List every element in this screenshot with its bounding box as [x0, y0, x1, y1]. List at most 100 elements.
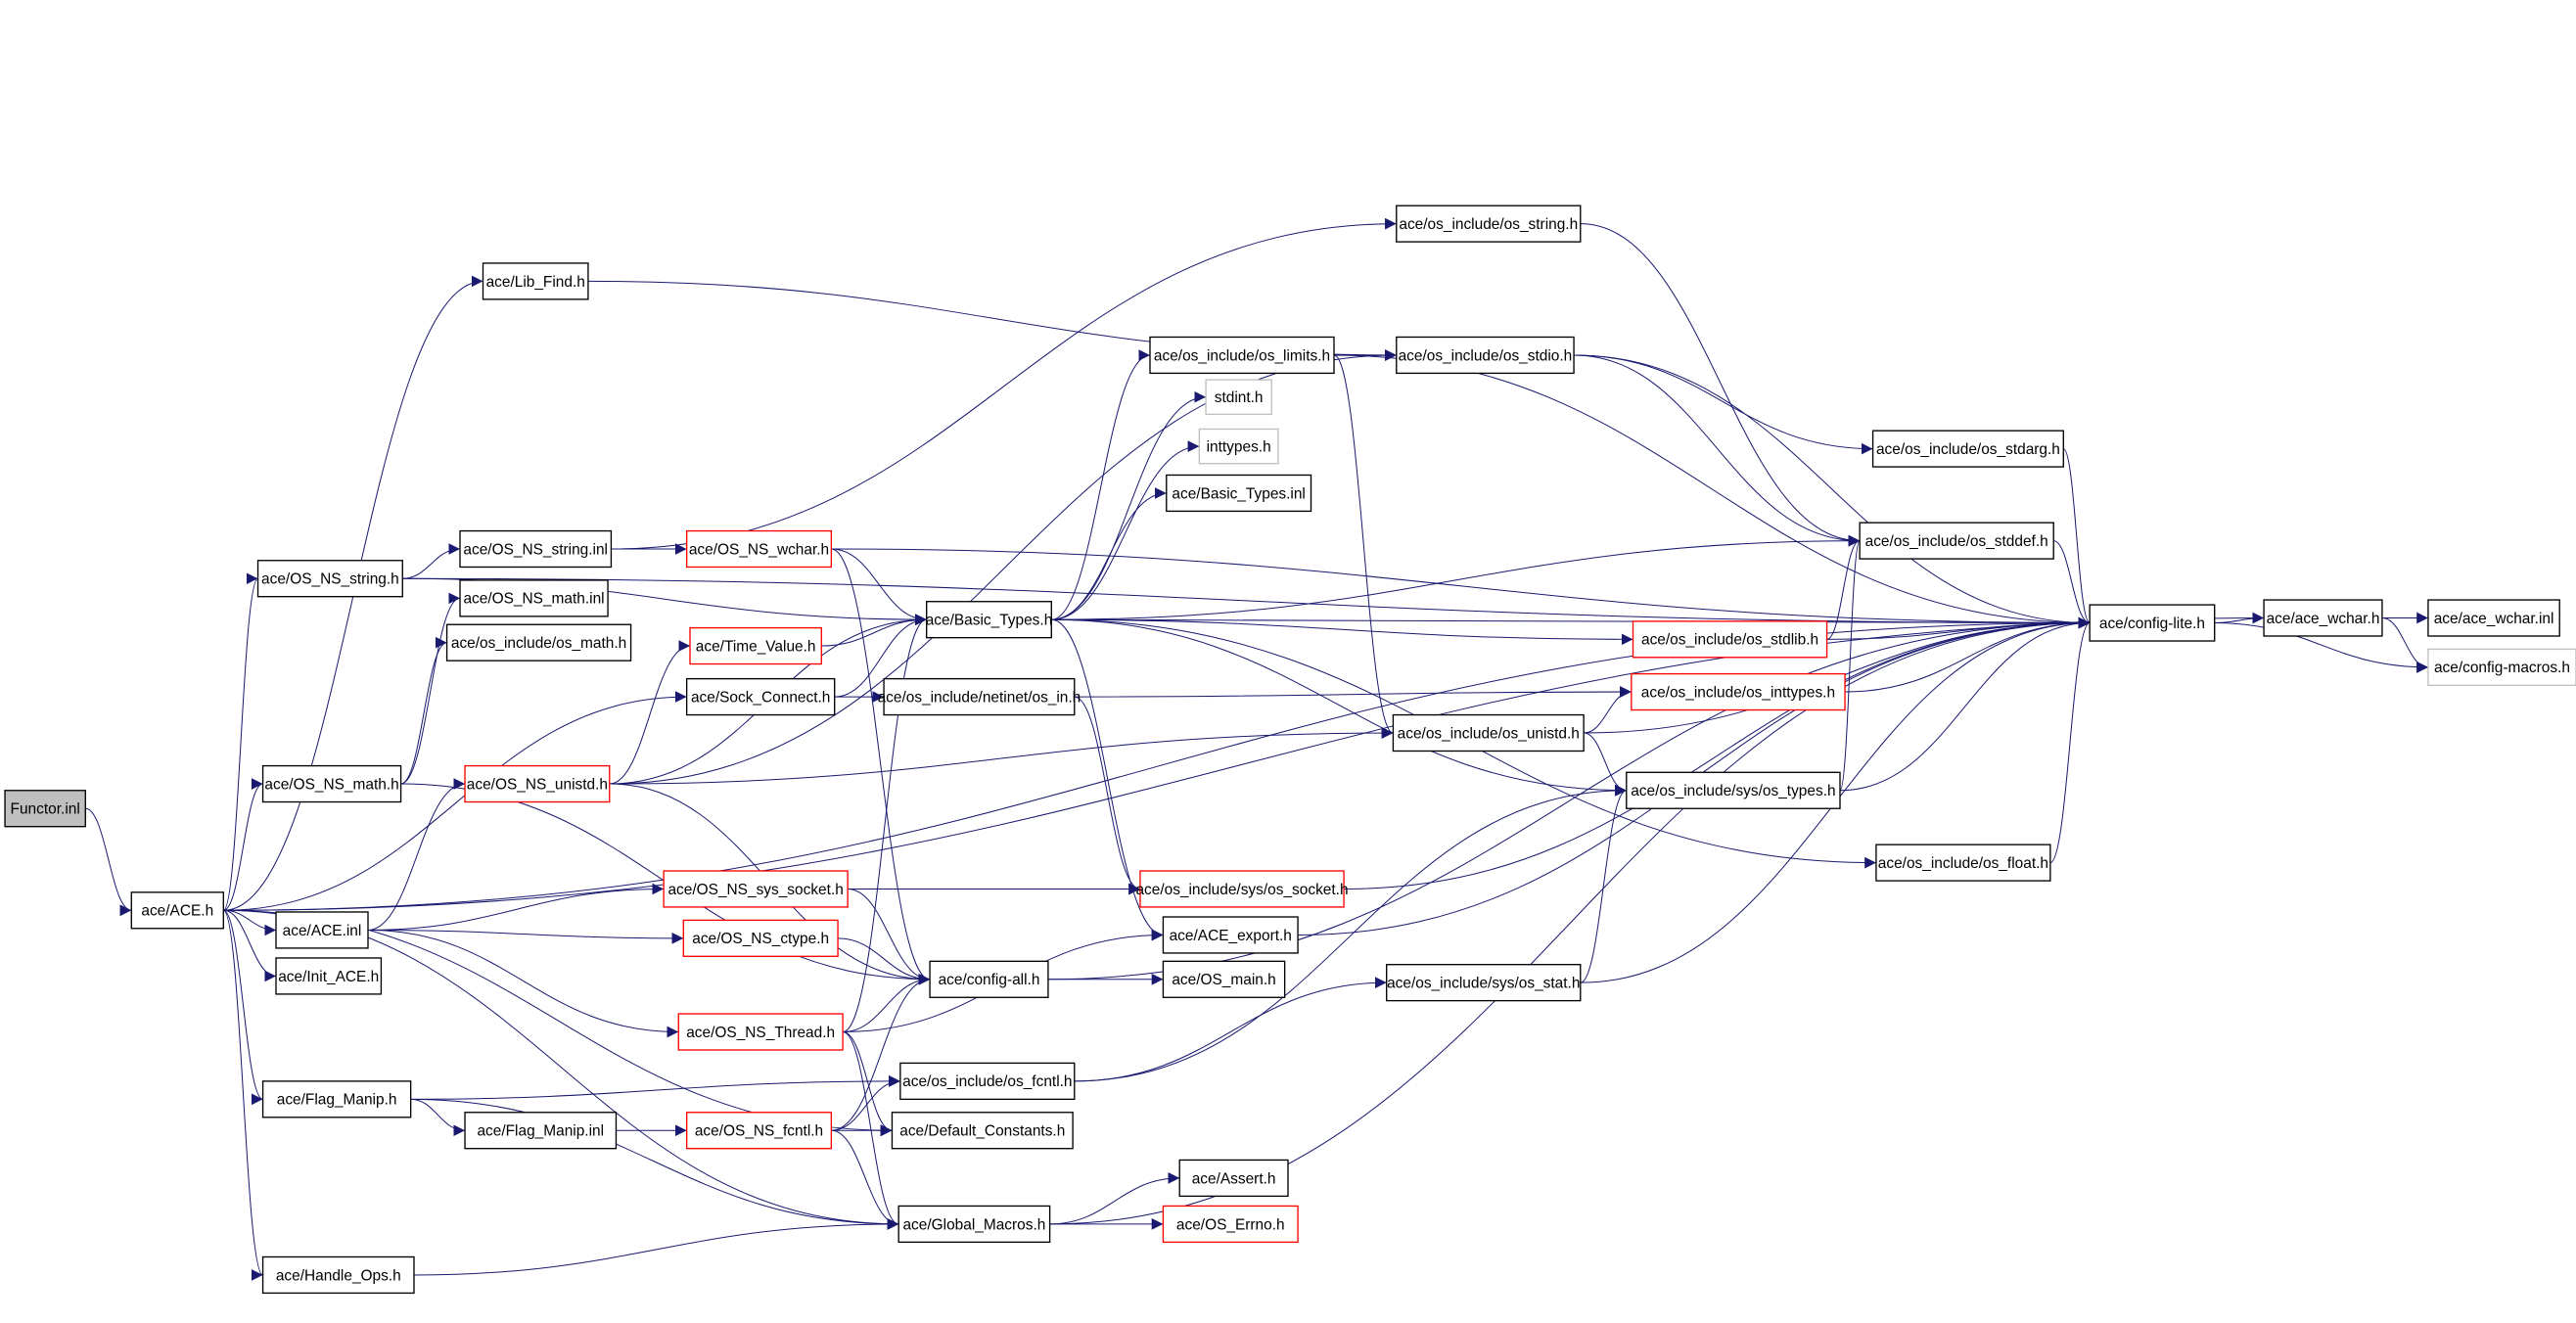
node-ace-os-include-sys-os-stat-h[interactable]: ace/os_include/sys/os_stat.h	[1386, 964, 1582, 1002]
node-functor-inl[interactable]: Functor.inl	[4, 790, 86, 828]
node-ace-os-include-os-fcntl-h[interactable]: ace/os_include/os_fcntl.h	[899, 1062, 1076, 1101]
edge-ace-ace-inl-to-ace-os-ns-unistd-h	[367, 778, 466, 931]
node-ace-os-ns-fcntl-h[interactable]: ace/OS_NS_fcntl.h	[685, 1112, 833, 1150]
node-inttypes-h: inttypes.h	[1198, 428, 1279, 465]
nodes-layer: Functor.inlace/ACE.hace/OS_NS_string.hac…	[4, 205, 2576, 1295]
node-ace-os-ns-unistd-h[interactable]: ace/OS_NS_unistd.h	[464, 764, 611, 803]
node-ace-ace-inl[interactable]: ace/ACE.inl	[275, 911, 369, 949]
node-label: ace/OS_NS_Thread.h	[686, 1025, 835, 1041]
node-ace-os-include-os-string-h[interactable]: ace/os_include/os_string.h	[1396, 205, 1582, 243]
node-box	[1149, 336, 1335, 375]
node-ace-os-include-os-limits-h[interactable]: ace/os_include/os_limits.h	[1149, 336, 1335, 375]
edge-ace-os-include-os-unistd-h-to-ace-os-include-os-inttypes-h	[1584, 686, 1632, 734]
node-box	[1396, 205, 1582, 243]
edge-ace-ace-inl-to-ace-os-ns-thread-h	[367, 929, 679, 1038]
node-ace-os-ns-ctype-h[interactable]: ace/OS_NS_ctype.h	[682, 919, 839, 957]
node-ace-os-include-os-unistd-h[interactable]: ace/os_include/os_unistd.h	[1392, 713, 1585, 753]
node-ace-os-include-os-inttypes-h[interactable]: ace/os_include/os_inttypes.h	[1631, 672, 1846, 711]
edge-ace-ace-h-to-ace-flag-manip-h	[223, 909, 263, 1106]
node-ace-os-ns-thread-h[interactable]: ace/OS_NS_Thread.h	[677, 1013, 844, 1051]
node-ace-os-main-h[interactable]: ace/OS_main.h	[1162, 960, 1286, 998]
node-ace-os-ns-string-h[interactable]: ace/OS_NS_string.h	[256, 560, 403, 598]
node-box	[682, 919, 839, 957]
node-ace-ace-h[interactable]: ace/ACE.h	[130, 891, 224, 930]
edge-ace-ace-h-to-ace-os-ns-string-h	[222, 572, 258, 911]
node-ace-ace-export-h[interactable]: ace/ACE_export.h	[1162, 916, 1299, 954]
node-box	[1386, 964, 1582, 1002]
node-label: ace/config-all.h	[939, 972, 1040, 988]
node-label: ace/os_include/os_stdio.h	[1399, 347, 1573, 364]
node-label: ace/ace_wchar.h	[2267, 611, 2380, 627]
node-box	[261, 764, 402, 803]
node-box	[445, 623, 632, 662]
node-ace-basic-types-h[interactable]: ace/Basic_Types.h	[926, 601, 1053, 639]
node-ace-os-include-os-stddef-h[interactable]: ace/os_include/os_stddef.h	[1859, 522, 2054, 560]
node-ace-config-all-h[interactable]: ace/config-all.h	[929, 960, 1049, 998]
node-ace-ace-wchar-inl[interactable]: ace/ace_wchar.inl	[2427, 599, 2560, 637]
node-ace-handle-ops-h[interactable]: ace/Handle_Ops.h	[261, 1255, 415, 1295]
edge-ace-ace-h-to-ace-sock-connect-h	[223, 691, 687, 911]
edge-ace-os-ns-fcntl-h-to-ace-os-include-os-fcntl-h	[831, 1075, 900, 1131]
node-label: ace/Default_Constants.h	[899, 1123, 1065, 1140]
node-ace-os-include-netinet-os-in-h[interactable]: ace/os_include/netinet/os_in.h	[878, 677, 1081, 716]
node-label: ace/config-lite.h	[2099, 616, 2205, 632]
node-ace-os-include-sys-os-socket-h[interactable]: ace/os_include/sys/os_socket.h	[1135, 870, 1349, 908]
edge-ace-flag-manip-h-to-ace-os-include-os-fcntl-h	[410, 1075, 900, 1100]
node-ace-default-constants-h[interactable]: ace/Default_Constants.h	[891, 1112, 1074, 1150]
node-ace-time-value-h[interactable]: ace/Time_Value.h	[689, 626, 822, 665]
edge-ace-os-ns-string-inl-to-ace-os-include-os-string-h	[611, 217, 1397, 550]
node-box	[883, 677, 1076, 716]
edge-ace-os-include-os-fcntl-h-to-ace-os-include-sys-os-types-h	[1074, 784, 1627, 1082]
edge-ace-os-include-sys-os-types-h-to-ace-config-lite-h	[1839, 616, 2091, 792]
node-ace-flag-manip-inl[interactable]: ace/Flag_Manip.inl	[464, 1112, 618, 1150]
edge-ace-basic-types-h-to-inttypes-h	[1051, 440, 1200, 620]
node-ace-config-macros-h: ace/config-macros.h	[2427, 648, 2576, 687]
node-ace-init-ace-h[interactable]: ace/Init_ACE.h	[275, 957, 383, 995]
edge-ace-ace-h-to-ace-ace-inl	[223, 909, 277, 936]
edge-ace-ace-wchar-h-to-ace-config-macros-h	[2381, 617, 2428, 673]
edge-ace-os-include-os-stdlib-h-to-ace-os-include-os-stddef-h	[1826, 534, 1861, 640]
node-ace-sock-connect-h[interactable]: ace/Sock_Connect.h	[685, 677, 836, 716]
node-ace-flag-manip-h[interactable]: ace/Flag_Manip.h	[261, 1080, 412, 1118]
node-ace-os-include-sys-os-types-h[interactable]: ace/os_include/sys/os_types.h	[1626, 771, 1841, 809]
node-ace-os-ns-string-inl[interactable]: ace/OS_NS_string.inl	[459, 529, 613, 569]
node-label: ace/OS_NS_unistd.h	[467, 776, 608, 793]
node-label: ace/os_include/os_fcntl.h	[902, 1073, 1072, 1090]
node-label: ace/os_include/os_stdarg.h	[1876, 441, 2060, 458]
node-box	[663, 870, 849, 908]
node-ace-assert-h[interactable]: ace/Assert.h	[1178, 1159, 1289, 1198]
node-ace-os-ns-wchar-h[interactable]: ace/OS_NS_wchar.h	[685, 529, 833, 569]
node-ace-os-ns-math-inl[interactable]: ace/OS_NS_math.inl	[459, 579, 609, 617]
node-ace-basic-types-inl[interactable]: ace/Basic_Types.inl	[1166, 474, 1312, 513]
node-box	[677, 1013, 844, 1051]
edge-ace-basic-types-h-to-ace-os-include-os-limits-h	[1051, 349, 1151, 620]
node-box	[1166, 474, 1312, 513]
node-label: ace/Assert.h	[1192, 1170, 1276, 1187]
node-ace-os-include-os-math-h[interactable]: ace/os_include/os_math.h	[445, 623, 632, 662]
node-ace-os-ns-math-h[interactable]: ace/OS_NS_math.h	[261, 764, 402, 803]
node-box	[1859, 522, 2054, 560]
node-ace-lib-find-h[interactable]: ace/Lib_Find.h	[482, 262, 589, 300]
edge-ace-global-macros-h-to-ace-assert-h	[1049, 1172, 1180, 1225]
node-label: ace/os_include/os_unistd.h	[1398, 725, 1580, 742]
edge-ace-os-ns-sys-socket-h-to-ace-config-all-h	[848, 888, 931, 985]
node-ace-os-include-os-stdlib-h[interactable]: ace/os_include/os_stdlib.h	[1632, 620, 1828, 659]
node-label: ace/os_include/netinet/os_in.h	[878, 689, 1081, 706]
node-ace-os-include-os-stdio-h[interactable]: ace/os_include/os_stdio.h	[1396, 336, 1575, 375]
edge-ace-os-ns-string-h-to-ace-config-lite-h	[402, 577, 2091, 629]
node-ace-config-lite-h[interactable]: ace/config-lite.h	[2089, 604, 2216, 642]
edge-ace-config-all-h-to-ace-config-lite-h	[1047, 616, 2091, 981]
node-label: ace/Init_ACE.h	[278, 969, 379, 985]
node-ace-ace-wchar-h[interactable]: ace/ace_wchar.h	[2263, 599, 2383, 637]
edge-ace-os-ns-ctype-h-to-ace-config-all-h	[838, 937, 931, 985]
node-ace-global-macros-h[interactable]: ace/Global_Macros.h	[897, 1205, 1051, 1244]
edge-ace-os-ns-wchar-h-to-ace-config-all-h	[831, 548, 931, 985]
node-ace-os-ns-sys-socket-h[interactable]: ace/OS_NS_sys_socket.h	[663, 870, 849, 908]
node-label: ace/os_include/os_string.h	[1399, 216, 1578, 233]
node-ace-os-include-os-float-h[interactable]: ace/os_include/os_float.h	[1875, 844, 2051, 882]
node-ace-os-errno-h[interactable]: ace/OS_Errno.h	[1162, 1205, 1299, 1244]
node-box	[1626, 771, 1841, 809]
node-label: ace/Flag_Manip.inl	[477, 1123, 604, 1140]
node-ace-os-include-os-stdarg-h[interactable]: ace/os_include/os_stdarg.h	[1871, 430, 2064, 468]
edge-ace-basic-types-h-to-ace-os-include-os-stddef-h	[1051, 534, 1861, 620]
